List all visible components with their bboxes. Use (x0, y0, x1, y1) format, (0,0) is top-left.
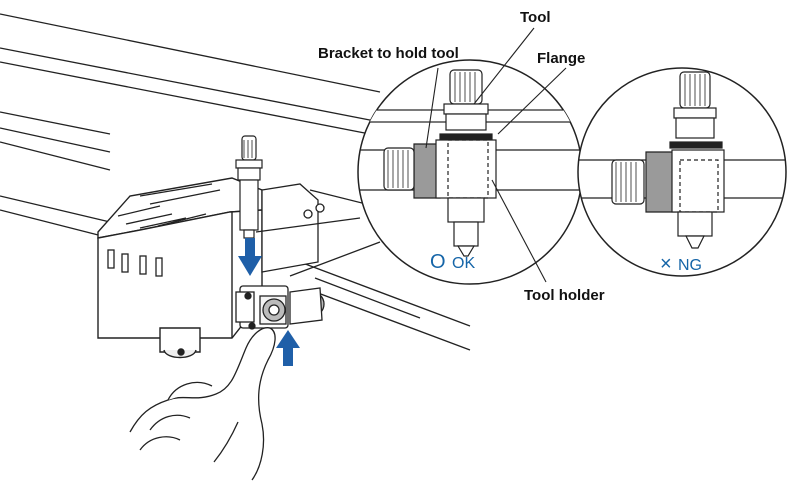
inserted-tool (235, 135, 263, 239)
ng-detail: × NG (577, 67, 787, 277)
label-tool-holder: Tool holder (524, 287, 605, 304)
label-flange: Flange (537, 50, 585, 67)
callout-wedge (255, 217, 381, 277)
svg-text:×: × (660, 253, 672, 275)
plotter-rails (0, 13, 471, 351)
svg-text:NG: NG (678, 257, 702, 274)
ng-badge: × NG (660, 253, 702, 275)
leader-lines (425, 27, 567, 283)
ok-detail: O OK (357, 59, 583, 285)
carriage-vents (107, 183, 221, 277)
arrow-down (238, 238, 262, 276)
svg-text:O: O (430, 251, 446, 273)
arrow-up (276, 330, 300, 366)
holder-mechanism (235, 183, 325, 330)
label-bracket: Bracket to hold tool (318, 45, 459, 62)
label-tool: Tool (520, 9, 551, 26)
hand-illustration (129, 327, 276, 481)
ok-badge: O OK (430, 251, 475, 273)
svg-text:OK: OK (452, 255, 475, 272)
